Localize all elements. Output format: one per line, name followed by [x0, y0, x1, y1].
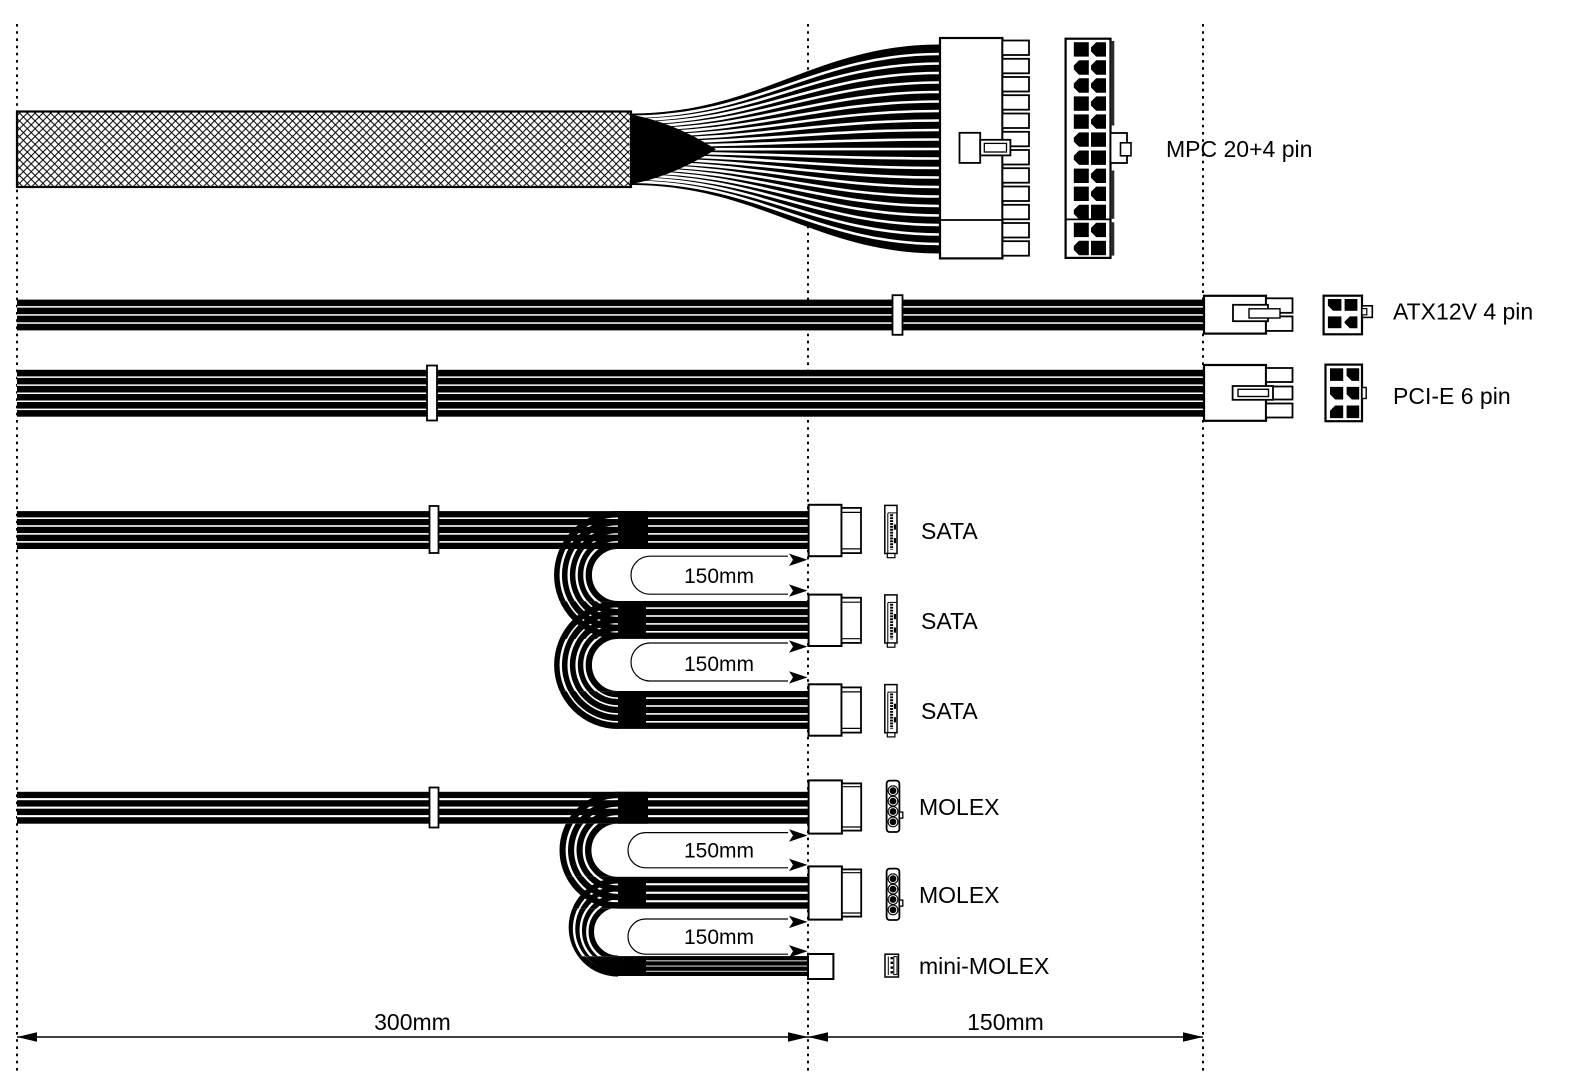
svg-text:MOLEX: MOLEX — [919, 882, 1000, 908]
svg-text:MPC 20+4 pin: MPC 20+4 pin — [1166, 136, 1312, 162]
svg-text:mini-MOLEX: mini-MOLEX — [919, 953, 1049, 979]
svg-text:150mm: 150mm — [684, 840, 754, 863]
svg-text:SATA: SATA — [921, 608, 978, 634]
svg-text:300mm: 300mm — [374, 1009, 451, 1035]
svg-text:SATA: SATA — [921, 518, 978, 544]
svg-text:ATX12V 4 pin: ATX12V 4 pin — [1393, 299, 1533, 325]
svg-text:150mm: 150mm — [967, 1009, 1044, 1035]
svg-text:150mm: 150mm — [684, 926, 754, 949]
svg-text:150mm: 150mm — [684, 653, 754, 676]
svg-text:SATA: SATA — [921, 698, 978, 724]
svg-text:MOLEX: MOLEX — [919, 794, 1000, 820]
svg-text:150mm: 150mm — [684, 565, 754, 588]
svg-text:PCI-E 6 pin: PCI-E 6 pin — [1393, 383, 1511, 409]
